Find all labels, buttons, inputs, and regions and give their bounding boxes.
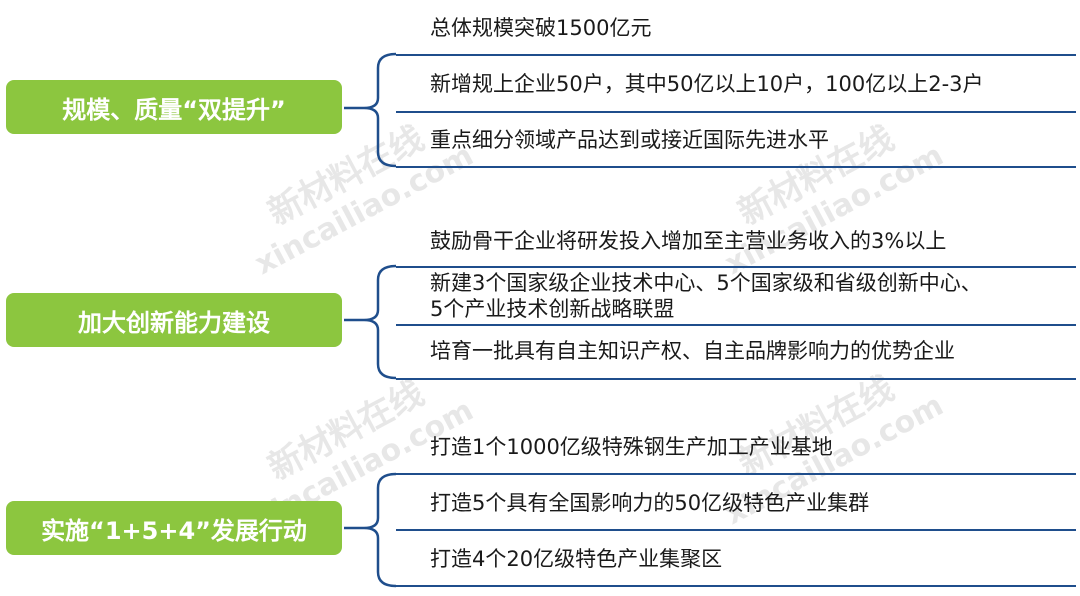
- brace-path: [344, 264, 397, 380]
- brace-group-3: [344, 472, 397, 588]
- divider: [396, 378, 1076, 380]
- divider: [396, 54, 1076, 56]
- group1-item2-text: 新增规上企业50户，其中50亿以上10户，100亿以上2-3户: [430, 72, 984, 96]
- brace-group-2: [344, 264, 397, 380]
- divider: [396, 473, 1076, 475]
- group2-item1-text: 鼓励骨干企业将研发投入增加至主营业务收入的3%以上: [430, 229, 947, 253]
- divider: [396, 585, 1076, 587]
- category-label: 规模、质量“双提升”: [62, 95, 286, 124]
- divider: [396, 529, 1076, 531]
- brace-path: [344, 472, 397, 588]
- category-box-action-plan: 实施“1+5+4”发展行动: [6, 501, 342, 555]
- group1-item1-text: 总体规模突破1500亿元: [430, 16, 652, 40]
- divider: [396, 266, 1076, 268]
- group2-item3-text: 培育一批具有自主知识产权、自主品牌影响力的优势企业: [430, 339, 955, 363]
- group3-item3-text: 打造4个20亿级特色产业集聚区: [430, 547, 723, 571]
- brace-group-1: [344, 52, 397, 168]
- group2-item2-text: 新建3个国家级企业技术中心、5个国家级和省级创新中心、 5个产业技术创新战略联盟: [430, 271, 982, 321]
- divider: [396, 111, 1076, 113]
- category-box-innovation: 加大创新能力建设: [6, 293, 342, 347]
- divider: [396, 166, 1076, 168]
- group3-item2-text: 打造5个具有全国影响力的50亿级特色产业集群: [430, 491, 870, 515]
- category-label: 实施“1+5+4”发展行动: [41, 516, 307, 545]
- group1-item3-text: 重点细分领域产品达到或接近国际先进水平: [430, 128, 829, 152]
- category-box-scale-quality: 规模、质量“双提升”: [6, 80, 342, 134]
- category-label: 加大创新能力建设: [78, 308, 270, 337]
- divider: [396, 324, 1076, 326]
- brace-path: [344, 52, 397, 168]
- group3-item1-text: 打造1个1000亿级特殊钢生产加工产业基地: [430, 435, 833, 459]
